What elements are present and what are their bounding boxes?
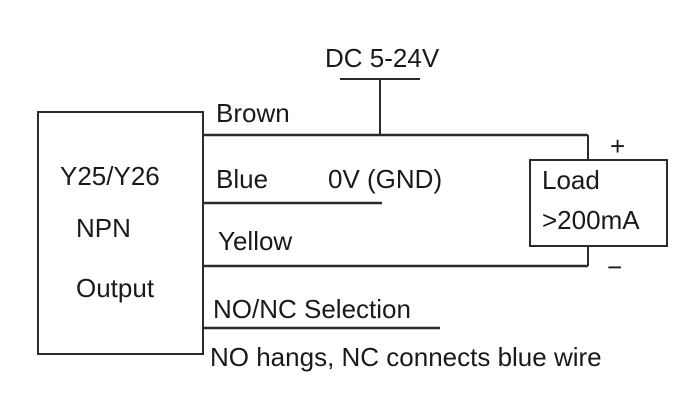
load-current-label: >200mA [542,205,640,235]
load-label: Load [542,165,600,195]
yellow-wire-label: Yellow [218,226,292,256]
minus-sign: − [607,252,622,282]
sensor-type-label: NPN [76,213,131,243]
blue-wire-label: Blue [216,164,268,194]
sensor-model-label: Y25/Y26 [60,161,160,191]
supply-label: DC 5-24V [325,43,440,73]
selection-note: NO hangs, NC connects blue wire [210,342,602,372]
plus-sign: + [610,131,625,161]
load-box [529,159,668,247]
gnd-label: 0V (GND) [328,164,442,194]
sensor-output-label: Output [76,273,155,303]
selection-label: NO/NC Selection [213,294,411,324]
brown-wire-label: Brown [216,98,290,128]
sensor-box [37,111,204,355]
